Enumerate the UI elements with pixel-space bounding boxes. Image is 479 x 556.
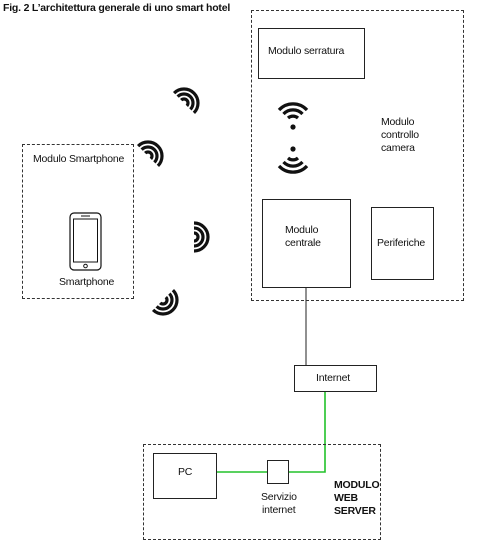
room-control-module <box>251 10 464 301</box>
wifi-icon <box>277 146 309 174</box>
internet-service-label-line2: internet <box>262 504 296 516</box>
room-control-label-line1: Modulo <box>381 116 415 128</box>
smartphone-module <box>22 144 134 299</box>
smartphone-label: Smartphone <box>59 276 115 288</box>
web-server-label-line1: MODULO <box>334 479 380 491</box>
web-server-module <box>143 444 381 540</box>
peripherals-label: Periferiche <box>377 237 425 249</box>
figure-title: Fig. 2 L’architettura generale di uno sm… <box>3 2 231 14</box>
lock-module-box <box>258 28 365 79</box>
central-module-box <box>262 199 351 288</box>
smartphone-icon <box>69 212 102 271</box>
web-server-label-line3: SERVER <box>334 505 376 517</box>
internet-to-service-line <box>289 391 326 473</box>
pc-label: PC <box>178 466 193 478</box>
internet-service-label-line1: Servizio <box>261 491 297 503</box>
central-module-label-line2: centrale <box>285 237 321 249</box>
wifi-icon <box>151 288 179 316</box>
wifi-icon <box>136 140 164 168</box>
room-control-label-line2: controllo <box>381 129 419 141</box>
peripherals-box <box>371 207 434 280</box>
room-control-label-line3: camera <box>381 142 415 154</box>
internet-box <box>294 365 377 392</box>
internet-service-box <box>267 460 289 484</box>
web-server-label-line2: WEB <box>334 492 358 504</box>
wifi-icon <box>193 221 210 253</box>
wifi-icon <box>172 87 200 115</box>
lock-module-label: Modulo serratura <box>268 45 345 57</box>
central-module-label-line1: Modulo <box>285 224 319 236</box>
internet-label: Internet <box>316 372 351 384</box>
smartphone-module-label: Modulo Smartphone <box>33 153 125 165</box>
pc-box <box>153 453 217 499</box>
wifi-icon <box>277 102 309 130</box>
